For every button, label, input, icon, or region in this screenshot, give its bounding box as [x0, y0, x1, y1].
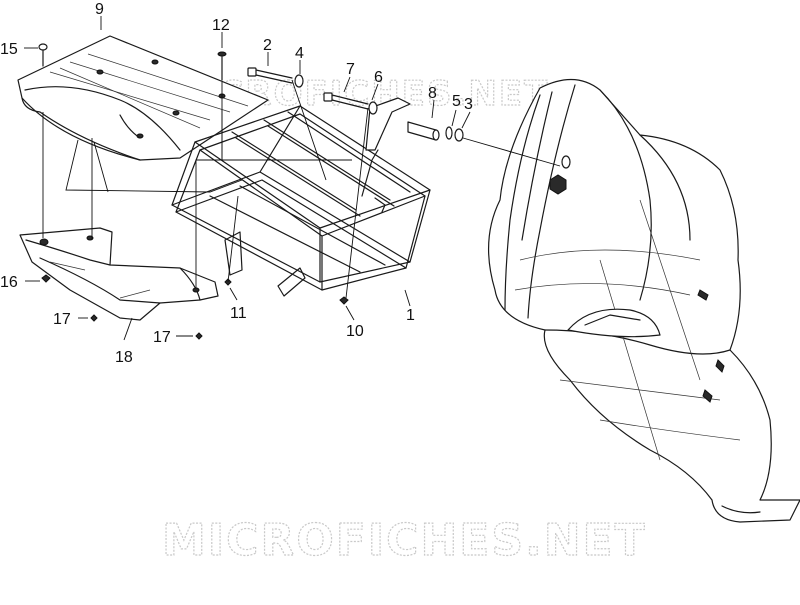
callout-4: 4: [295, 45, 304, 62]
screw-17b: [195, 332, 203, 340]
callout-9: 9: [95, 1, 104, 18]
screw-12: [217, 51, 227, 81]
front-leg-shield: [488, 78, 800, 523]
callout-6: 6: [374, 69, 383, 86]
screw-17a: [90, 314, 98, 322]
callout-7: 7: [346, 61, 355, 78]
washer-4b: [368, 101, 378, 115]
washer-5: [445, 126, 453, 140]
callout-17-right: 17: [153, 329, 171, 346]
watermark-bottom: MICROFICHES.NET: [162, 515, 647, 566]
lower-tray: [19, 227, 219, 321]
spacer-8: [407, 121, 440, 141]
front-carrier-frame: [171, 105, 431, 297]
callout-1: 1: [406, 307, 415, 324]
callout-11: 11: [230, 305, 247, 322]
rear-rack-plate: [17, 35, 269, 161]
callout-12: 12: [212, 17, 230, 34]
bolt-7: [323, 92, 369, 110]
callout-18: 18: [115, 349, 133, 366]
leader-lines: [24, 16, 561, 341]
nut-3: [454, 128, 464, 142]
callout-10: 10: [346, 323, 364, 340]
callout-8: 8: [428, 85, 437, 102]
callout-17-left: 17: [53, 311, 71, 328]
bolt-2: [247, 67, 293, 84]
washer-4: [294, 74, 304, 88]
callout-5: 5: [452, 93, 461, 110]
callout-3: 3: [464, 96, 473, 113]
callout-16: 16: [0, 274, 18, 291]
callout-2: 2: [263, 37, 272, 54]
nut-16: [41, 274, 51, 283]
callout-labels: 9 12 15 2 4 7 6 8 5 3 1 10 11 16 17 17 1…: [0, 1, 473, 366]
screw-15: [38, 43, 48, 67]
bolt-10: [339, 296, 349, 305]
callout-15: 15: [0, 41, 18, 58]
